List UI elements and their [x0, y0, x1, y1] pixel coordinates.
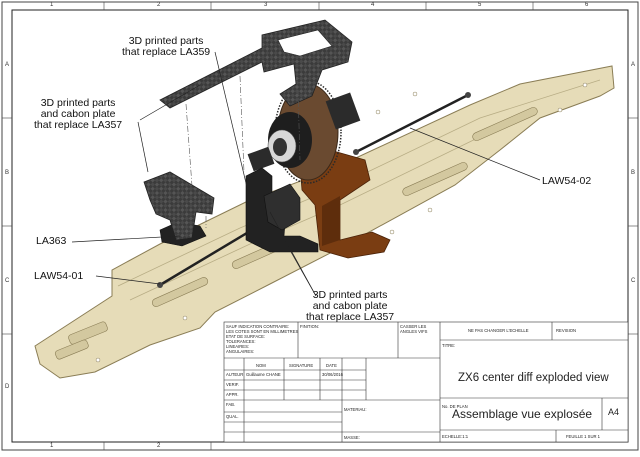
carbon-plate-side: [143, 171, 215, 241]
zone-col-1-bottom: 1: [50, 443, 54, 449]
no-de-plan-label: No. DE PLAN: [442, 404, 468, 409]
feuille-label: FEUILLE 1 SUR 1: [566, 434, 600, 439]
zone-col-2: 2: [157, 2, 161, 8]
auteur-date: 30/06/2016: [322, 372, 343, 377]
tolerance-note-1: SAUF INDICATION CONTRAIRE:: [226, 324, 290, 329]
zone-row-b: B: [5, 170, 10, 176]
zone-ticks: [2, 2, 638, 450]
tolerance-notes: SAUF INDICATION CONTRAIRE: LES COTES SON…: [226, 324, 298, 354]
callout-la363: LA363: [36, 235, 67, 247]
zone-col-1: 1: [50, 2, 54, 8]
callout-bottom: 3D printed parts and cabon plate that re…: [306, 290, 394, 323]
drawing-name: Assemblage vue explosée: [452, 407, 593, 421]
auteur-name: Guillaume CHANE: [246, 372, 281, 377]
masse-label: MASSE:: [344, 435, 360, 440]
zone-row-a-right: A: [631, 62, 636, 68]
materiau-label: MATERIAU:: [344, 407, 367, 412]
header-date: DATE: [326, 363, 337, 368]
leader-lines: [71, 51, 541, 297]
zone-col-5: 5: [478, 2, 482, 8]
zone-row-b-right: B: [631, 170, 636, 176]
callout-top-line-1: 3D printed parts: [128, 35, 204, 47]
callout-law5402: LAW54-02: [542, 175, 592, 187]
verif-label: VERIF.: [226, 382, 240, 387]
auteur-label: AUTEUR: [226, 372, 244, 377]
tolerance-note-4: TOLERANCES:: [226, 339, 256, 344]
header-nom: NOM: [256, 363, 266, 368]
callout-law5401: LAW54-01: [34, 270, 84, 282]
callout-left: 3D printed parts and cabon plate that re…: [34, 98, 122, 131]
tolerance-note-6: ANGULAIRES:: [226, 349, 255, 354]
finition-label: FINITION:: [300, 324, 320, 329]
title-block-grid: [223, 321, 629, 443]
diff-mount: [299, 149, 391, 259]
tolerance-note-5: LINEAIRES:: [226, 344, 250, 349]
zone-row-c-right: C: [631, 278, 636, 284]
callout-bottom-line-2: and cabon plate: [312, 300, 388, 312]
callout-bottom-line-3: that replace LA357: [306, 311, 395, 323]
qual-label: QUAL.: [226, 414, 239, 419]
drawing-title: ZX6 center diff exploded view: [458, 372, 609, 384]
casser-angles-line-2: ANGLES VIFS: [400, 329, 428, 334]
callout-bottom-line-1: 3D printed parts: [312, 289, 388, 301]
casser-angles: CASSER LES ANGLES VIFS: [400, 324, 427, 334]
header-signature: SIGNATURE: [289, 363, 314, 368]
callout-left-line-1: 3D printed parts: [40, 97, 116, 109]
zone-col-6: 6: [585, 2, 589, 8]
spur-gear: [247, 80, 361, 184]
appr-label: APPR.: [226, 392, 239, 397]
zone-row-c: C: [5, 278, 10, 284]
zone-row-a: A: [5, 62, 10, 68]
zone-col-4: 4: [371, 2, 375, 8]
casser-angles-line-1: CASSER LES: [400, 324, 427, 329]
tolerance-note-2: LES COTES SONT EN MILLIMETRES: [226, 329, 299, 334]
zone-row-d: D: [5, 384, 10, 390]
fab-label: FAB.: [226, 402, 236, 407]
revision-label: REVISION: [556, 328, 577, 333]
titre-label: TITRE:: [442, 343, 456, 348]
zone-col-2-bottom: 2: [157, 443, 161, 449]
carbon-plate-top: [159, 19, 353, 109]
callout-top: 3D printed parts that replace LA359: [122, 36, 210, 58]
callout-top-line-2: that replace LA359: [122, 46, 211, 58]
tolerance-note-3: ETAT DE SURFACE:: [226, 334, 266, 339]
sheet-format: A4: [608, 407, 620, 417]
zone-col-3: 3: [264, 2, 268, 8]
explode-lines: [185, 75, 301, 228]
ne-pas-changer-echelle: NE PAS CHANGER L'ECHELLE: [468, 328, 529, 333]
callout-left-line-3: that replace LA357: [34, 119, 123, 131]
echelle-label: ECHELLE:1:1: [442, 434, 469, 439]
callout-left-line-2: and cabon plate: [40, 108, 116, 120]
